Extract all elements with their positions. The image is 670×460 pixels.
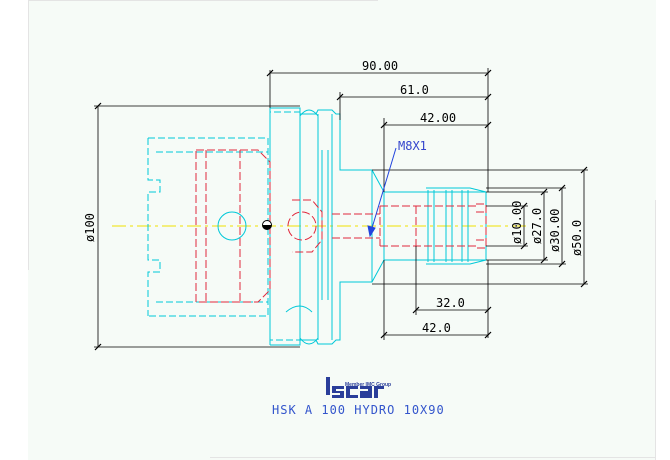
dim-length-32: 32.0 [436, 296, 465, 310]
sheet-edge-left [28, 0, 29, 270]
dimension-ticks [94, 69, 588, 351]
dim-length-42-top: 42.00 [420, 111, 456, 125]
logo-subtitle: Member IMC Group [345, 382, 391, 388]
dimension-lines [94, 68, 588, 348]
drawing-title: HSK A 100 HYDRO 10X90 [272, 403, 445, 417]
dim-overall-length: 90.00 [362, 59, 398, 73]
sheet-edge-bottom [210, 457, 656, 458]
dim-dia-100: ø100 [83, 213, 97, 242]
dim-dia-30: ø30.00 [548, 209, 562, 252]
holder-outline [147, 107, 487, 346]
drawing-sheet [28, 0, 656, 460]
dim-dia-10: ø10.00 [510, 201, 524, 244]
sheet-edge-right [655, 200, 656, 460]
thread-note: M8X1 [398, 139, 427, 153]
dim-length-42-bottom: 42.0 [422, 321, 451, 335]
dim-dia-27: ø27.0 [530, 208, 544, 244]
internal-features [195, 149, 487, 303]
dim-dia-50: ø50.0 [570, 220, 584, 256]
thread-leader [367, 147, 397, 238]
sheet-edge-top [28, 0, 378, 1]
cross-hole [217, 211, 247, 241]
gauge-point-icon [262, 220, 272, 230]
dim-length-61: 61.0 [400, 83, 429, 97]
iscar-logo: Member IMC Group [326, 377, 391, 398]
